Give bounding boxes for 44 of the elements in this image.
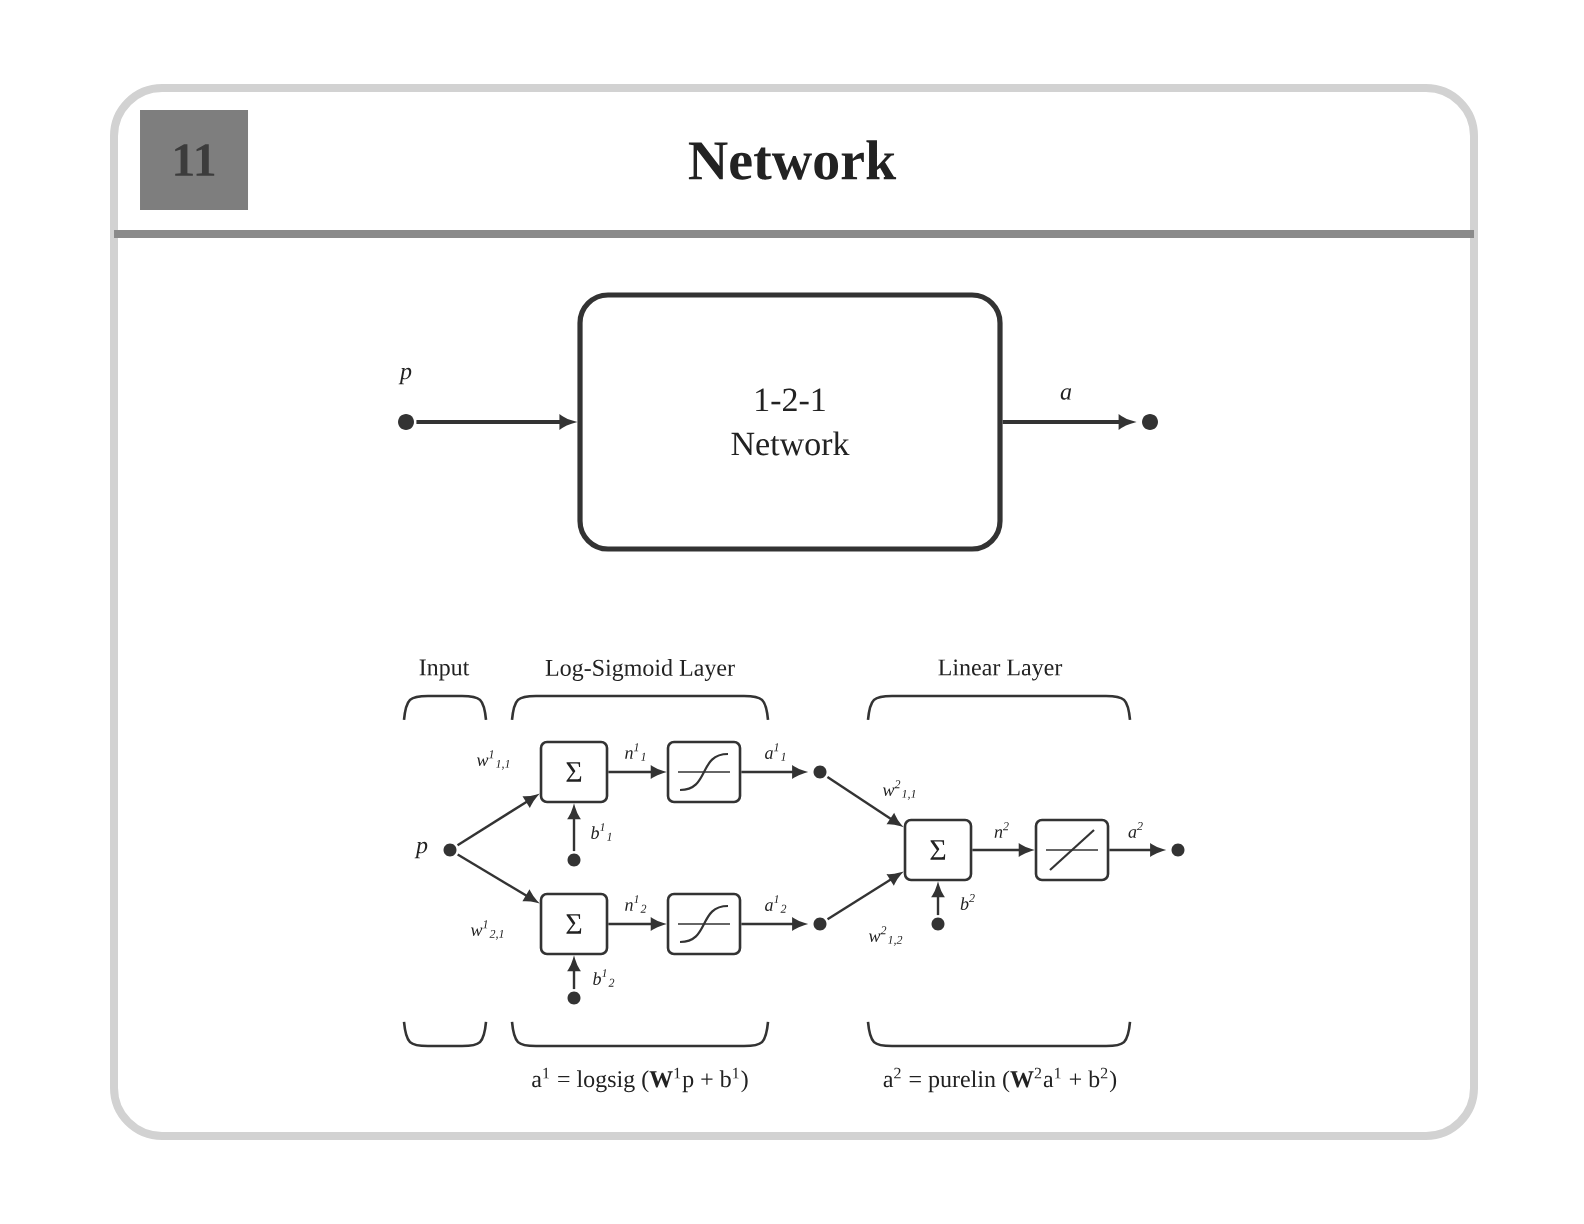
- bias-input-point: [931, 917, 945, 931]
- output-point: [1171, 843, 1185, 857]
- transfer-function-box: [666, 892, 742, 956]
- arrow: [1002, 415, 1133, 429]
- equation: a$^{2}$ = purelin (W$^{2}$a$^{1}$ + b$^{2}$): [883, 1067, 1117, 1093]
- variable-label: p: [414, 841, 428, 859]
- arrow: [972, 844, 1032, 856]
- arrow: [456, 794, 538, 847]
- summation-box: Σ: [539, 740, 609, 804]
- input-point: [443, 843, 457, 857]
- arrow: [741, 766, 806, 778]
- arrow: [826, 775, 902, 827]
- slide-title: Network: [688, 140, 897, 180]
- arrow: [1109, 844, 1164, 856]
- variable-label: p: [398, 367, 412, 385]
- arrow: [608, 918, 664, 930]
- junction-point: [813, 917, 827, 931]
- edge-label: a$^{2}$: [1128, 822, 1143, 838]
- edge-label: a: [1060, 388, 1072, 400]
- arrow: [568, 958, 580, 990]
- arrow: [568, 806, 580, 852]
- input-point: [398, 414, 414, 430]
- equation: a$^{1}$ = logsig (W$^{1}$p + b$^{1}$): [532, 1067, 748, 1093]
- edge-label: b$^{2}$: [960, 894, 975, 910]
- network-box: 1-2-1 Network: [577, 292, 1003, 552]
- bias-input-point: [567, 991, 581, 1005]
- output-point: [1142, 414, 1158, 430]
- arrow: [826, 872, 902, 921]
- layer-label: Input: [419, 659, 470, 681]
- arrow: [416, 415, 573, 429]
- arrow: [932, 884, 944, 916]
- summation-box: Σ: [903, 818, 973, 882]
- transfer-function-box: [1034, 818, 1110, 882]
- arrow: [741, 918, 806, 930]
- transfer-function-box: [666, 740, 742, 804]
- summation-box: Σ: [539, 892, 609, 956]
- junction-point: [813, 765, 827, 779]
- layer-label: Log-Sigmoid Layer: [545, 659, 735, 681]
- edge-label: n$^{2}$: [994, 822, 1009, 838]
- chapter-number-box: 11: [140, 110, 248, 210]
- arrow: [457, 853, 538, 903]
- bias-input-point: [567, 853, 581, 867]
- layer-label: Linear Layer: [938, 659, 1063, 681]
- arrow: [608, 766, 664, 778]
